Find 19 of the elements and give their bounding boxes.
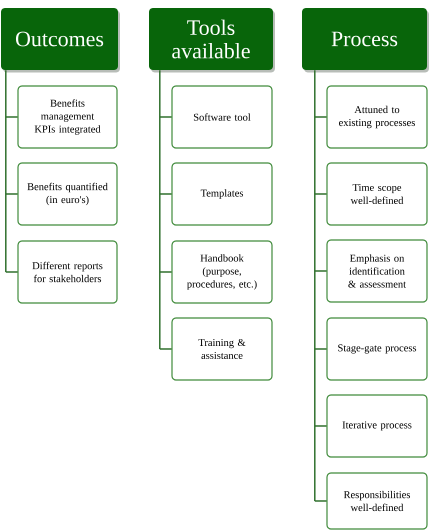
item-box: Time scope well-defined [326, 162, 428, 226]
item-box: Software tool [171, 85, 273, 149]
item-box: Responsibilities well-defined [326, 472, 428, 530]
item-box: Templates [171, 162, 273, 226]
item-box: Stage-gate process [326, 317, 428, 381]
connector-line [314, 70, 326, 502]
heading-box: Outcomes [1, 8, 120, 72]
item-box: Attuned to existing processes [326, 85, 428, 149]
item-box: Benefits management KPIs integrated [17, 85, 118, 149]
item-box: Handbook (purpose, procedures, etc.) [171, 240, 273, 304]
item-box: Different reports for stakeholders [17, 240, 118, 304]
item-box: Benefits quantified (in euro's) [17, 162, 118, 226]
heading-box: Tools available [149, 8, 275, 72]
connector-line [5, 70, 18, 273]
item-box: Iterative process [326, 394, 428, 458]
connector-line [159, 70, 172, 350]
item-box: Emphasis on identification & assessment [326, 239, 428, 303]
item-box: Training & assistance [171, 317, 273, 381]
heading-box: Process [302, 8, 429, 72]
